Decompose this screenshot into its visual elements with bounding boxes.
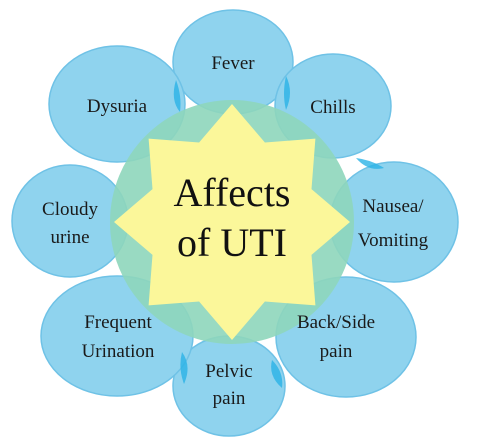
petal-backside-label-line2: pain [320,341,353,362]
petal-frequent-label-line1: Frequent [84,312,152,333]
petal-fever-label: Fever [211,53,255,74]
petal-nausea-label-line1: Nausea/ [362,196,424,217]
overlap-backside-pelvic [271,360,283,388]
petal-frequent-label-line2: Urination [82,341,155,362]
center-title-line1: Affects [174,170,291,215]
petal-cloudy-label-line1: Cloudy [42,199,98,220]
overlap-pelvic-frequent [180,352,188,384]
overlap-fever-dysuria [173,80,181,112]
petal-chills-label: Chills [310,97,355,118]
petal-pelvic-label-line2: pain [213,388,246,409]
petal-nausea-label-line2: Vomiting [358,230,429,251]
petal-backside-label-line1: Back/Side [297,312,375,333]
petal-dysuria-label: Dysuria [87,96,148,117]
overlap-fever-chills [284,76,290,110]
petal-cloudy-label-line2: urine [50,227,89,248]
petal-pelvic-label-line1: Pelvic [205,361,253,382]
overlap-chills-nausea [356,158,384,169]
center-title-line2: of UTI [177,220,287,265]
center-star [114,104,350,340]
